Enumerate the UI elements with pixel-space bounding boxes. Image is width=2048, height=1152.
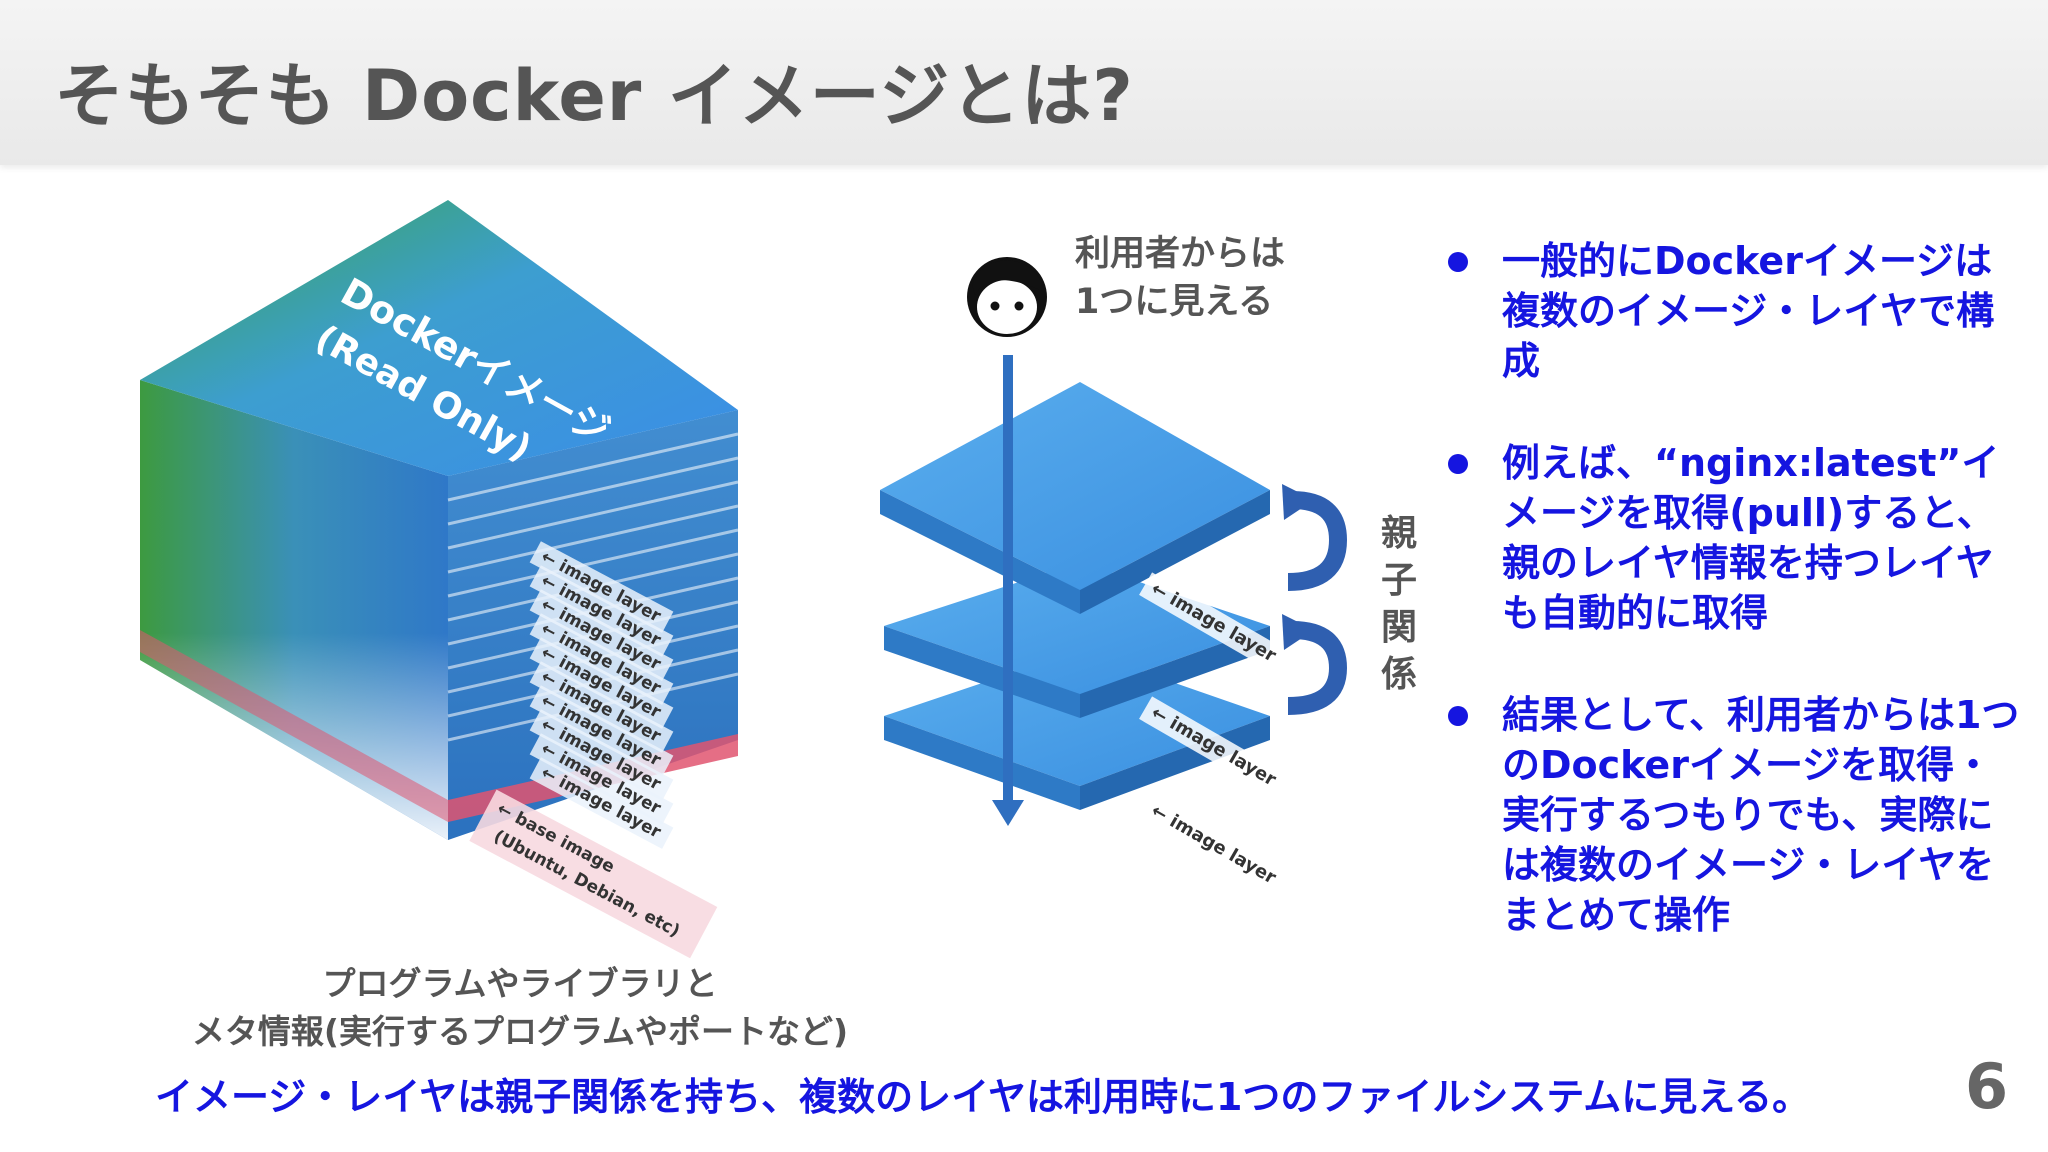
image-layer-slab-1 [880,382,1270,614]
summary-text: イメージ・レイヤは親子関係を持ち、複数のレイヤは利用時に1つのファイルシステムに… [155,1075,1811,1119]
cube-top-face [140,200,738,476]
down-arrow-icon [992,355,1024,826]
curved-arrow-icon [1282,614,1348,715]
svg-text:← image layer: ← image layer [1148,800,1280,888]
rel-char: 親 [1380,513,1417,554]
page-number: 6 [1965,1050,2009,1123]
bullet-text: 一般的にDockerイメージは複数のイメージ・レイヤで構成 [1502,239,1995,383]
bullet-list: 一般的にDockerイメージは複数のイメージ・レイヤで構成 例えば、“nginx… [1440,236,2020,992]
base-image-label: ← base image (Ubuntu, Debian, etc) [469,789,718,959]
bullet-item: 例えば、“nginx:latest”イメージを取得(pull)すると、親のレイヤ… [1440,438,2020,638]
curved-arrow-icon [1282,484,1348,591]
title-bar: そもそも Docker イメージとは? [0,0,2048,165]
bullet-item: 一般的にDockerイメージは複数のイメージ・レイヤで構成 [1440,236,2020,386]
base-layer-left [140,630,448,822]
bullet-dot [1448,454,1468,474]
image-stack-cube: Dockerイメージ (Read Only) ← image layer ← i… [140,200,739,959]
stack-caption: プログラムやライブラリと メタ情報(実行するプログラムやポートなど) [120,960,920,1056]
caption-line-1: プログラムやライブラリと [322,964,718,1003]
parent-child-label: 親 子 関 係 [1377,510,1421,698]
layer-label: ← image layer [1139,794,1282,892]
user-view-label: 利用者からは 1つに見える [1075,230,1285,326]
bullet-item: 結果として、利用者からは1つのDockerイメージを取得・実行するつもりでも、実… [1440,690,2020,940]
person-icon [967,257,1047,337]
bullet-dot [1448,706,1468,726]
bullet-text: 結果として、利用者からは1つのDockerイメージを取得・実行するつもりでも、実… [1502,693,2020,937]
rel-char: 関 [1380,607,1417,648]
user-label-line-2: 1つに見える [1075,282,1274,322]
user-label-line-1: 利用者からは [1075,234,1286,274]
bullet-text: 例えば、“nginx:latest”イメージを取得(pull)すると、親のレイヤ… [1502,441,2000,635]
layer-diagram: ← image layer ← image layer ← image laye… [880,257,1348,892]
bullet-dot [1448,252,1468,272]
page-title: そもそも Docker イメージとは? [54,55,1134,137]
caption-line-2: メタ情報(実行するプログラムやポートなど) [191,1012,849,1051]
rel-char: 係 [1380,654,1417,695]
rel-char: 子 [1380,560,1417,601]
